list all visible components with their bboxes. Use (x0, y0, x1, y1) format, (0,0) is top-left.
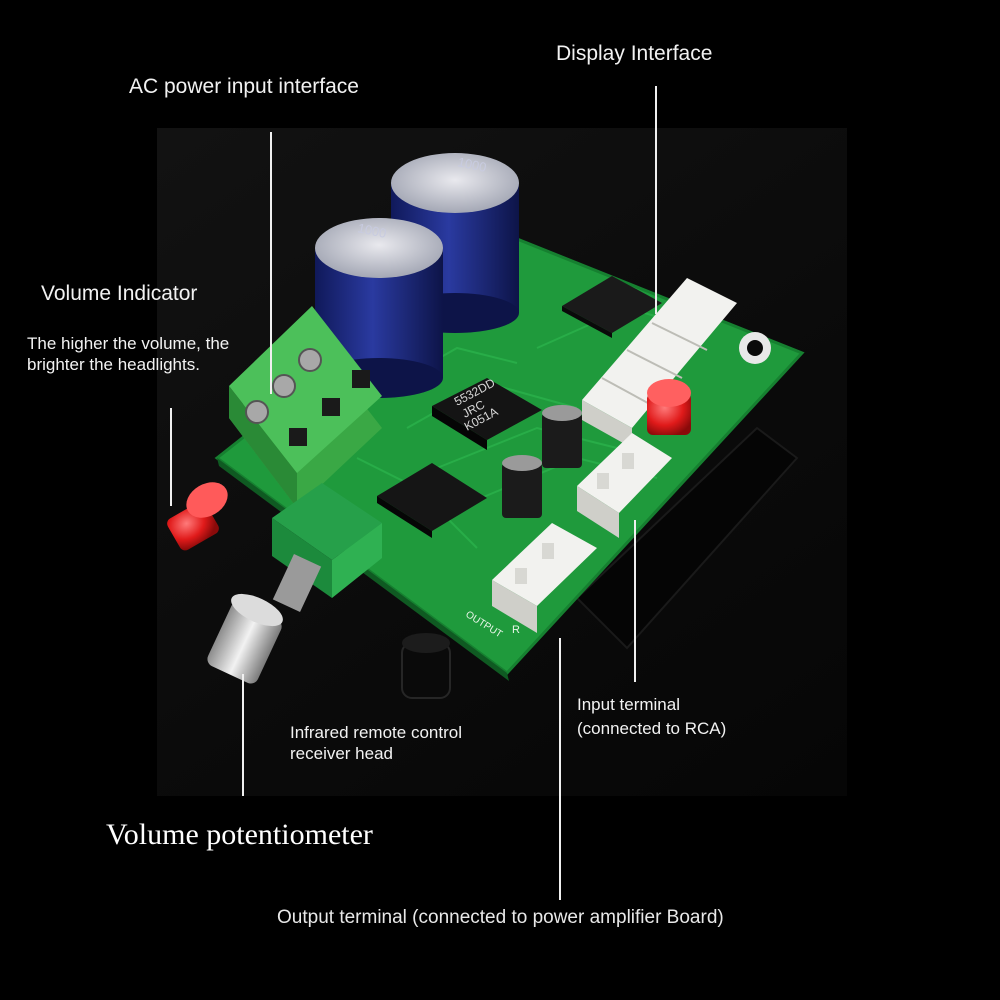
capacitor-marking: 1000 (356, 220, 387, 241)
op-amp-chip: 5532DD JRC K051A (432, 375, 542, 450)
ac-power-terminal-block (229, 306, 382, 508)
callout-line-display (655, 86, 657, 314)
callout-line-output (559, 638, 561, 900)
label-volume-indicator: Volume Indicator (41, 282, 198, 305)
metal-bracket (575, 426, 799, 650)
volume-indicator-led (167, 482, 228, 551)
small-capacitor-2 (502, 455, 542, 518)
callout-line-ac-power (270, 132, 272, 394)
label-input-terminal-1: Input terminal (577, 695, 680, 714)
callout-line-input (634, 520, 636, 682)
small-capacitor-1 (542, 405, 582, 468)
label-ir-receiver-2: receiver head (290, 744, 394, 763)
label-volume-indicator-desc-2: brighter the headlights. (27, 355, 200, 374)
pcb-r-label: R (512, 624, 520, 636)
product-photo: 1000 1000 5532DD JRC K051A (157, 128, 847, 796)
soic-chip (377, 463, 487, 538)
label-volume-indicator-desc-1: The higher the volume, the (27, 334, 230, 353)
input-terminal-connector (577, 433, 672, 538)
display-controller-chip (562, 276, 662, 338)
capacitor-marking: 1000 (456, 154, 487, 175)
label-ir-receiver-1: Infrared remote control (290, 723, 462, 742)
output-terminal-connector (492, 523, 597, 633)
label-ac-power-input: AC power input interface (129, 75, 359, 98)
pcb-illustration: 1000 1000 5532DD JRC K051A (167, 153, 805, 699)
label-volume-potentiometer: Volume potentiometer (106, 818, 373, 851)
label-input-terminal-2: (connected to RCA) (577, 719, 727, 738)
callout-line-volume-indicator (170, 408, 172, 506)
label-output-terminal: Output terminal (connected to power ampl… (277, 907, 724, 928)
display-interface-connector (582, 278, 737, 448)
callout-line-potentiometer (242, 674, 244, 796)
ir-receiver (401, 633, 451, 699)
status-led (647, 379, 691, 435)
label-display-interface: Display Interface (556, 42, 713, 65)
volume-potentiometer (207, 483, 382, 684)
